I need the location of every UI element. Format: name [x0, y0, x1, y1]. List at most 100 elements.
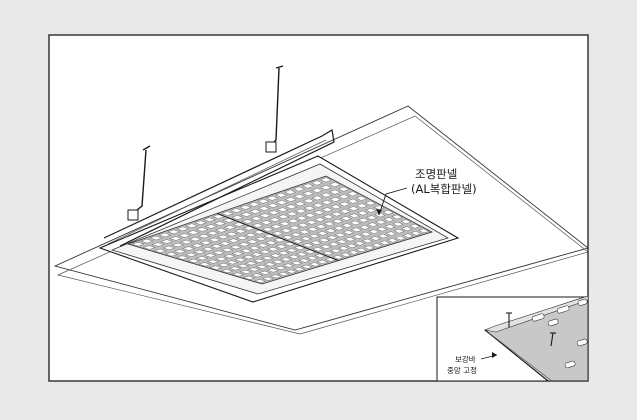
grid-cell — [223, 254, 236, 259]
grid-cell — [339, 208, 351, 214]
grid-cell — [250, 273, 264, 278]
grid-cell — [263, 262, 277, 267]
grid-cell — [356, 203, 368, 209]
grid-cell — [356, 210, 369, 216]
grid-cell — [268, 217, 282, 222]
grid-cell — [392, 221, 404, 227]
grid-cell — [227, 238, 240, 243]
grid-cell — [342, 230, 355, 235]
grid-cell — [328, 181, 341, 188]
grid-cell — [271, 259, 285, 264]
grid-cell — [171, 242, 185, 248]
grid-cell — [344, 236, 356, 242]
grid-cell — [255, 264, 269, 269]
grid-cell — [337, 246, 350, 251]
grid-cell — [263, 233, 276, 239]
grid-cell — [349, 220, 362, 226]
grid-cell — [244, 261, 258, 266]
grid-cell — [176, 255, 189, 260]
grid-cell — [320, 177, 332, 183]
grid-cell — [149, 235, 163, 241]
grid-cell — [235, 235, 249, 241]
grid-cell — [218, 241, 232, 246]
grid-cell — [239, 205, 252, 210]
grid-cell — [321, 207, 334, 213]
grid-cell — [331, 218, 344, 224]
grid-cell — [302, 191, 315, 196]
grid-cell — [197, 233, 211, 239]
grid-cell — [237, 242, 251, 247]
grid-cell — [369, 236, 382, 241]
grid-cell — [293, 267, 306, 272]
grid-cell — [212, 250, 226, 255]
grid-cell — [320, 199, 333, 205]
grid-cell — [210, 244, 223, 249]
grid-cell — [418, 228, 430, 234]
grid-cell — [402, 233, 414, 238]
grid-cell — [338, 201, 351, 207]
grid-cell — [244, 232, 257, 238]
grid-cell — [280, 228, 293, 233]
grid-cell — [250, 252, 264, 257]
grid-cell — [295, 215, 308, 221]
grid-cell — [254, 279, 267, 284]
grid-cell — [142, 245, 156, 250]
grid-cell — [293, 194, 306, 199]
grid-cell — [365, 207, 377, 213]
grid-cell — [217, 262, 231, 268]
grid-cell — [212, 214, 225, 219]
grid-cell — [326, 235, 339, 240]
grid-cell — [376, 226, 388, 232]
lighting-grid — [126, 175, 434, 285]
grid-cell — [364, 200, 377, 206]
grid-cell — [185, 223, 199, 229]
grid-cell — [231, 251, 245, 256]
grid-cell — [266, 195, 279, 201]
grid-cell — [347, 250, 360, 255]
grid-cell — [236, 263, 250, 268]
grid-cell — [329, 197, 342, 202]
grid-cell — [248, 201, 261, 207]
grid-cell — [394, 235, 406, 241]
grid-cell — [330, 204, 342, 210]
grid-cell — [223, 225, 237, 230]
grid-cell — [232, 222, 246, 227]
grid-cell — [340, 252, 352, 257]
tray-rail — [103, 129, 335, 247]
grid-cell — [328, 242, 340, 247]
grid-cell — [242, 275, 256, 280]
grid-cell — [358, 224, 371, 230]
grid-cell — [322, 251, 334, 256]
grid-cell — [320, 185, 332, 190]
grid-cell — [313, 217, 326, 222]
grid-cell — [352, 234, 364, 239]
grid-cell — [194, 220, 208, 225]
grid-cell — [258, 270, 272, 275]
grid-cell — [341, 223, 353, 228]
grid-cell — [186, 230, 200, 235]
grid-cell — [204, 253, 217, 258]
grid-cell — [329, 248, 342, 253]
grid-cell — [173, 249, 187, 254]
grid-cell — [332, 255, 344, 260]
grid-cell — [336, 239, 348, 244]
grid-cell — [312, 247, 324, 252]
grid-cell — [221, 211, 234, 216]
grid-cell — [311, 188, 324, 193]
grid-cell — [277, 214, 290, 220]
grid-cell — [275, 244, 288, 249]
grid-cell — [338, 194, 350, 200]
grid-cell — [286, 211, 299, 217]
grid-cell — [246, 239, 259, 244]
grid-cell — [169, 236, 183, 241]
grid-cell — [287, 254, 301, 259]
grid-cell — [220, 247, 234, 253]
grid-divider — [216, 212, 339, 262]
grid-cell — [164, 252, 178, 257]
grid-cell — [300, 236, 313, 241]
callout-detail-line1: 보강바 — [455, 354, 476, 364]
hanger-rods — [127, 65, 284, 221]
grid-cell — [160, 239, 174, 244]
grid-cell — [323, 221, 336, 227]
